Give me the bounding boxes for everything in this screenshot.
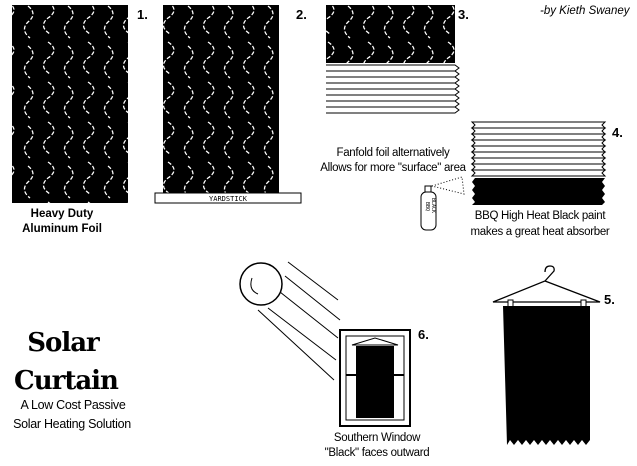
subtitle-line2: Solar Heating Solution	[13, 417, 131, 431]
step-3-caption-line1: Fanfold foil alternatively	[336, 147, 450, 159]
sun-icon	[239, 261, 341, 381]
step-3-number: 3.	[458, 7, 469, 22]
step-4-painted-foil	[470, 121, 607, 205]
step-6-number: 6.	[418, 327, 429, 342]
step-3-foil	[326, 5, 460, 114]
step-2-number: 2.	[296, 7, 307, 22]
step-1-caption-line2: Aluminum Foil	[22, 223, 102, 235]
step-1-caption-line1: Heavy Duty	[31, 208, 94, 220]
step-4-caption-line2: makes a great heat absorber	[471, 226, 610, 238]
yardstick-label: YARDSTICK	[209, 195, 248, 203]
can-label-black: BLACK	[430, 198, 436, 213]
step-6-caption-line1: Southern Window	[334, 432, 421, 444]
step-2-foil	[163, 5, 279, 193]
step-4-caption-line1: BBQ High Heat Black paint	[475, 210, 607, 222]
step-3-caption-line2: Allows for more "surface" area	[320, 162, 466, 174]
step-1-foil	[12, 5, 128, 203]
hanger-curtain	[492, 265, 601, 445]
step-4-number: 4.	[612, 125, 623, 140]
step-5-number: 5.	[604, 292, 615, 307]
southern-window	[339, 329, 411, 427]
spray-can: BBQ BLACK	[420, 176, 465, 231]
title-curtain: Curtain	[14, 366, 119, 396]
can-label-bbq: BBQ	[424, 202, 430, 211]
yardstick: YARDSTICK	[154, 192, 302, 204]
title-solar: Solar	[27, 328, 100, 358]
author-credit: -by Kieth Swaney	[540, 5, 631, 17]
step-1-number: 1.	[137, 7, 148, 22]
subtitle-line1: A Low Cost Passive	[20, 398, 125, 412]
step-6-caption-line2: "Black" faces outward	[325, 447, 430, 459]
